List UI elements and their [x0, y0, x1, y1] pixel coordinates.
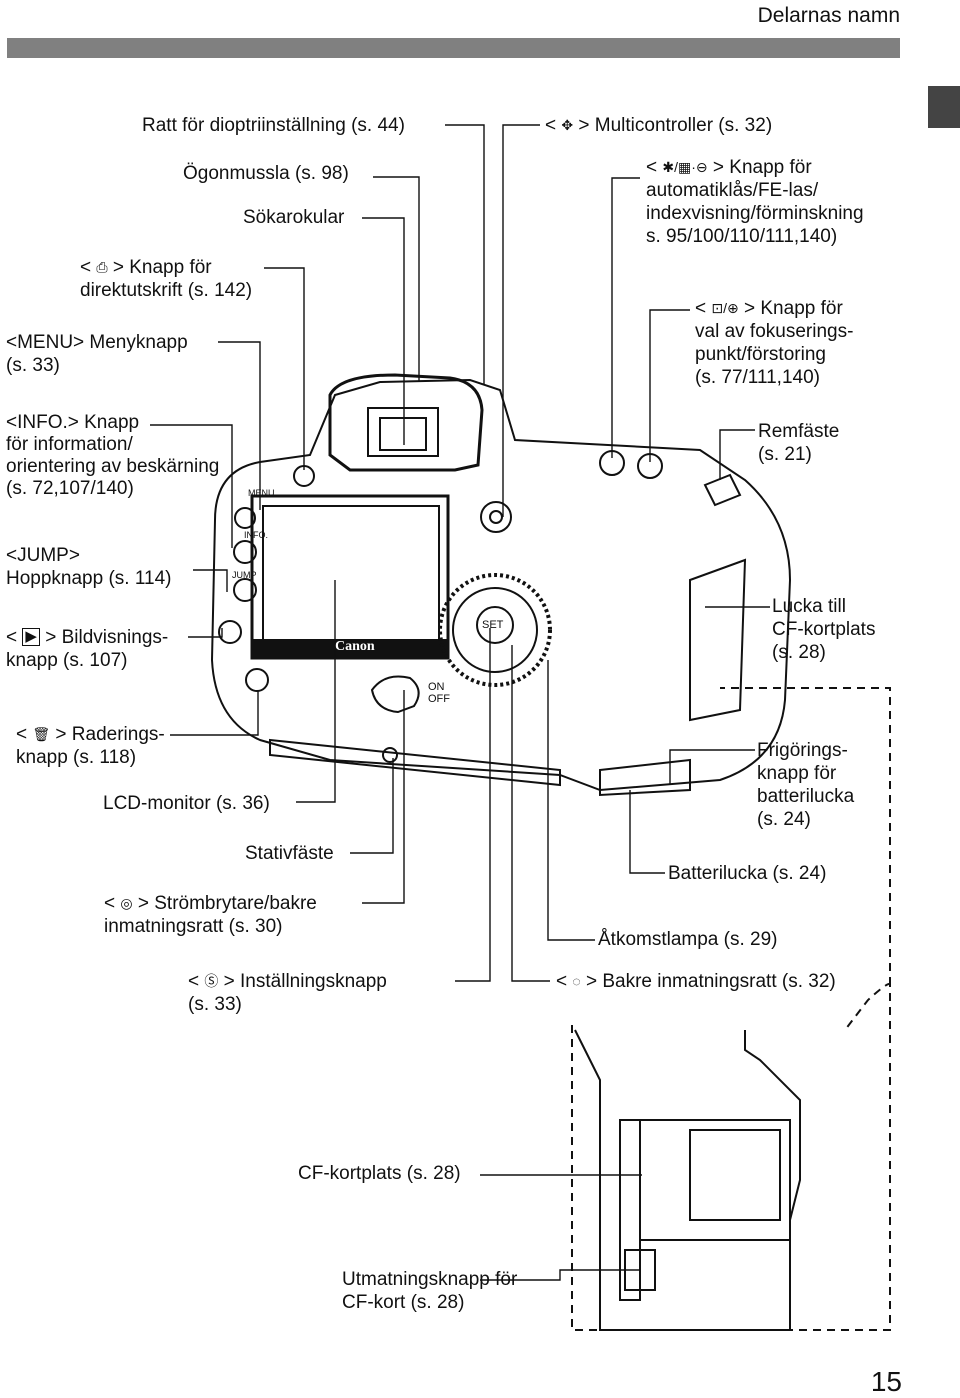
label-eject-b: CF-kort (s. 28)	[342, 1292, 465, 1313]
label-cfcover-c: (s. 28)	[772, 642, 826, 663]
section-title: Delarnas namn	[757, 4, 900, 27]
label-info-button: <INFO.> Knapp för information/ orienteri…	[6, 412, 219, 500]
label-set-c: (s. 33)	[188, 994, 242, 1015]
label-batrel-b: knapp för	[757, 763, 837, 784]
label-diopter: Ratt för dioptriinställning (s. 44)	[142, 115, 405, 136]
print-icon: ⎙	[96, 259, 108, 275]
label-af-d: punkt/förstoring	[695, 344, 826, 365]
label-power-a: <	[104, 893, 121, 914]
label-cfcover-a: Lucka till	[772, 596, 846, 617]
label-power-b: > Strömbrytare/bakre	[132, 893, 317, 914]
label-erase-button: < 🗑 > Raderings- knapp (s. 118)	[16, 723, 165, 769]
label-print-c: direktutskrift (s. 142)	[80, 280, 253, 301]
label-play-a: <	[6, 627, 23, 648]
label-batrel-a: Frigörings-	[757, 740, 848, 761]
chapter-tab	[928, 86, 960, 128]
label-jump-a: <JUMP>	[6, 545, 80, 566]
label-eyepiece: Sökarokular	[243, 207, 345, 228]
label-erase-c: knapp (s. 118)	[16, 747, 137, 768]
label-play-b: > Bildvisnings-	[39, 627, 169, 648]
label-lcd: LCD-monitor (s. 36)	[103, 793, 270, 814]
label-strap-b: (s. 21)	[758, 444, 812, 465]
label-af-e: (s. 77/111,140)	[695, 367, 820, 388]
label-af-a: <	[695, 298, 712, 319]
label-battery-release: Frigörings- knapp för batterilucka (s. 2…	[757, 739, 854, 831]
label-jump-b: Hoppknapp (s. 114)	[6, 568, 172, 589]
label-ae-c: automatiklås/FE-las/	[646, 180, 819, 201]
label-info-b: för information/	[6, 434, 133, 455]
label-af-point: < ⊡/⊕ > Knapp för val av fokuserings- pu…	[695, 297, 853, 389]
label-play-button: < ▶ > Bildvisnings- knapp (s. 107)	[6, 626, 168, 672]
camera-jump-text: JUMP	[232, 570, 257, 580]
label-access-lamp: Åtkomstlampa (s. 29)	[598, 929, 778, 950]
label-print-b: > Knapp för	[107, 257, 212, 278]
camera-off-text: OFF	[428, 693, 450, 705]
label-quick-dial: < ◌ > Bakre inmatningsratt (s. 32)	[556, 970, 836, 993]
label-ae-d: indexvisning/förminskning	[646, 203, 864, 224]
play-icon: ▶	[22, 628, 40, 646]
label-tripod: Stativfäste	[245, 843, 334, 864]
label-eject-a: Utmatningsknapp för	[342, 1269, 518, 1290]
label-af-c: val av fokuserings-	[695, 321, 854, 342]
label-cfcover-b: CF-kortplats	[772, 619, 876, 640]
label-info-c: orientering av beskärning	[6, 456, 220, 477]
header-bar	[7, 38, 900, 58]
set-icon: Ⓢ	[204, 973, 219, 989]
label-info-a: <INFO.> Knapp	[6, 412, 140, 433]
camera-set-text: SET	[482, 619, 504, 631]
label-batrel-c: batterilucka	[757, 786, 855, 807]
label-set-button: < Ⓢ > Inställningsknapp (s. 33)	[188, 970, 387, 1016]
label-cf-cover: Lucka till CF-kortplats (s. 28)	[772, 595, 875, 664]
label-power-switch: < ◎ > Strömbrytare/bakre inmatningsratt …	[104, 892, 317, 938]
power-dial-icon: ◎	[120, 895, 133, 911]
label-set-b: > Inställningsknapp	[218, 971, 387, 992]
label-ae-a: <	[646, 157, 663, 178]
label-menu-button: <MENU> Menyknapp (s. 33)	[6, 331, 188, 377]
label-print-button: < ⎙ > Knapp för direktutskrift (s. 142)	[80, 256, 252, 302]
label-menu-a: <MENU> Menyknapp	[6, 332, 188, 353]
label-cf-eject: Utmatningsknapp för CF-kort (s. 28)	[342, 1268, 517, 1314]
label-menu-b: (s. 33)	[6, 355, 60, 376]
label-jump-button: <JUMP> Hoppknapp (s. 114)	[6, 544, 171, 590]
label-ae-lock: < ✱/▦·⊖ > Knapp för automatiklås/FE-las/…	[646, 156, 864, 248]
label-erase-a: <	[16, 724, 33, 745]
quick-dial-icon: ◌	[572, 973, 581, 989]
label-ae-e: s. 95/100/110/111,140)	[646, 226, 838, 247]
label-erase-b: > Raderings-	[50, 724, 165, 745]
label-cf-slot: CF-kortplats (s. 28)	[298, 1163, 461, 1184]
label-eyecup: Ögonmussla (s. 98)	[183, 163, 349, 184]
label-battery-cover: Batterilucka (s. 24)	[668, 863, 827, 884]
camera-info-text: INFO.	[244, 530, 268, 540]
camera-brand: Canon	[335, 639, 375, 654]
camera-on-text: ON	[428, 681, 445, 693]
label-print-a: <	[80, 257, 97, 278]
label-quick-a: <	[556, 971, 573, 992]
label-quick-b: > Bakre inmatningsratt (s. 32)	[580, 971, 836, 992]
label-info-d: (s. 72,107/140)	[6, 478, 134, 499]
label-strap-a: Remfäste	[758, 421, 840, 442]
multicontroller-icon: ✥	[561, 117, 574, 133]
camera-menu-text: MENU	[248, 488, 275, 498]
trash-icon: 🗑	[32, 726, 51, 742]
ae-lock-icon: ✱/▦·⊖	[662, 159, 708, 175]
label-multicontroller: < ✥ > Multicontroller (s. 32)	[545, 114, 772, 137]
af-point-icon: ⊡/⊕	[711, 300, 739, 316]
label-set-a: <	[188, 971, 205, 992]
label-strap-mount: Remfäste (s. 21)	[758, 420, 839, 466]
label-play-c: knapp (s. 107)	[6, 650, 128, 671]
label-multi-b: > Multicontroller (s. 32)	[573, 115, 773, 136]
label-batrel-d: (s. 24)	[757, 809, 811, 830]
label-multi-a: <	[545, 115, 562, 136]
label-ae-b: > Knapp för	[707, 157, 812, 178]
label-power-c: inmatningsratt (s. 30)	[104, 916, 283, 937]
page-number: 15	[870, 1366, 902, 1397]
label-af-b: > Knapp för	[738, 298, 843, 319]
